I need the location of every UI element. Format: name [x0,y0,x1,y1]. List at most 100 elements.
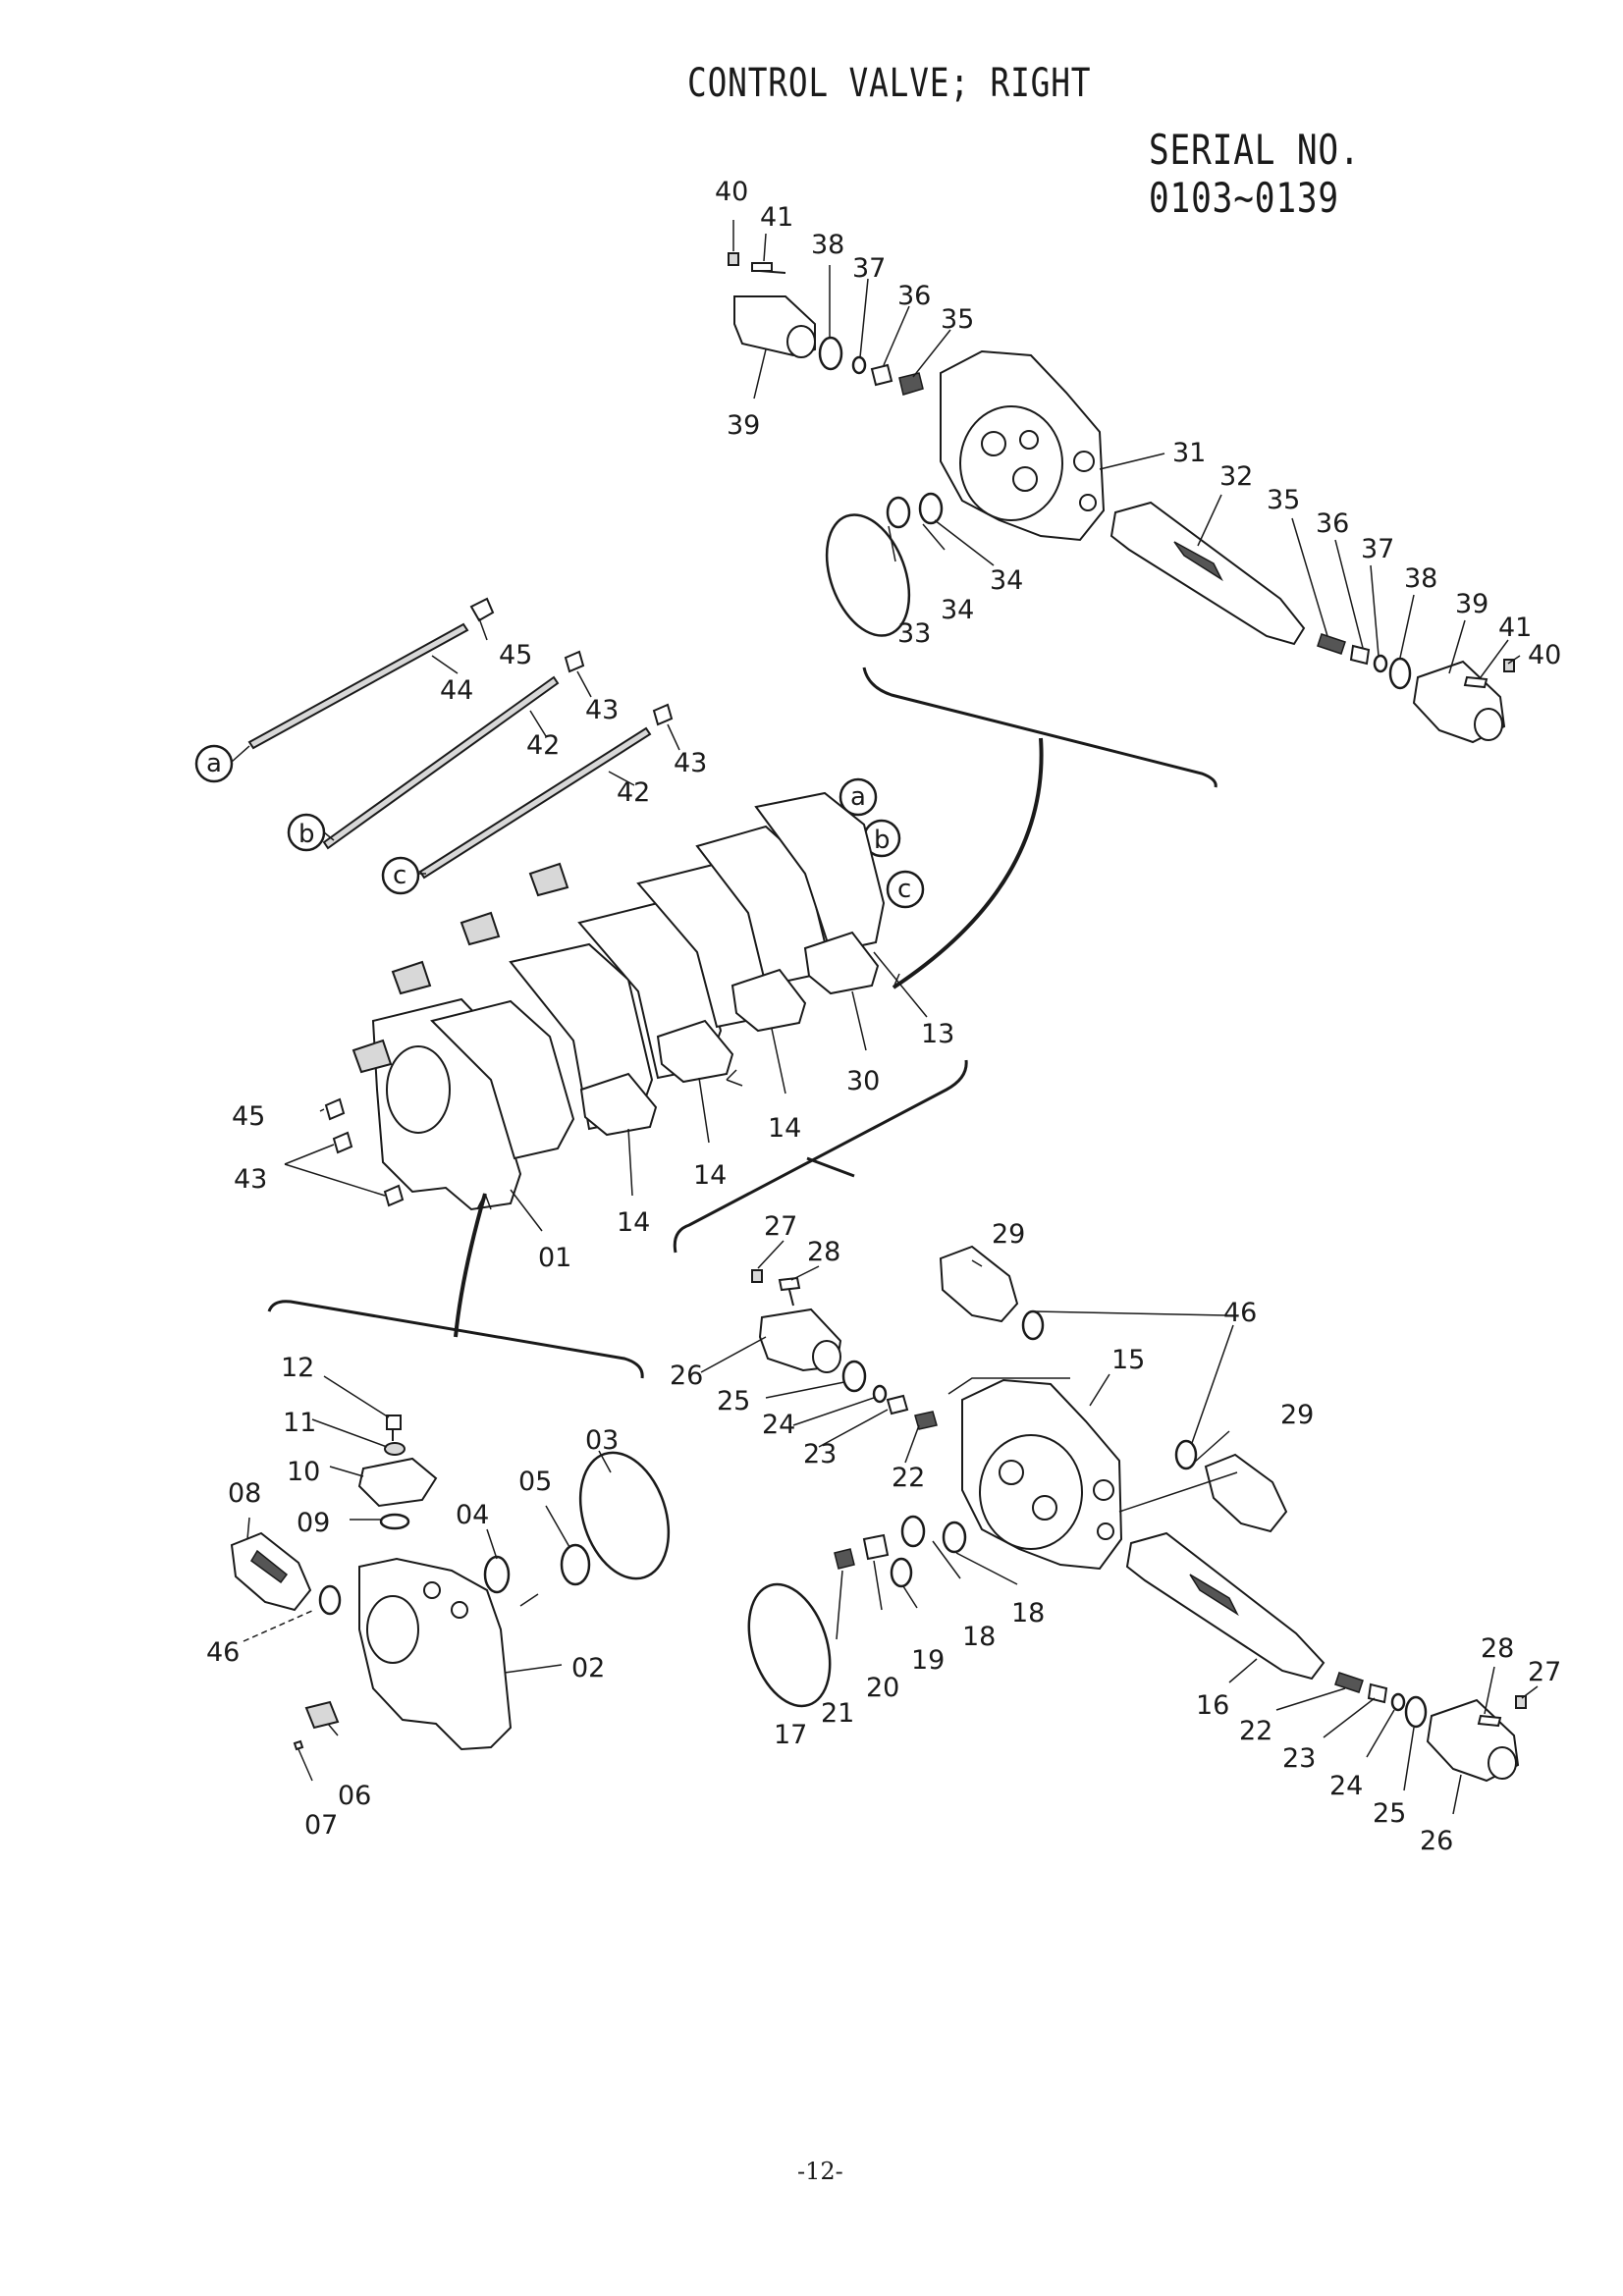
callout-20: 20 [866,1673,899,1703]
callout-22b: 22 [1239,1716,1272,1746]
callout-25b: 25 [1373,1798,1406,1829]
part-03-oring [578,1451,671,1580]
part-38-oring-b [1388,657,1412,690]
part-43-nut-c [332,1131,353,1154]
callout-36b: 36 [1316,508,1349,539]
main-valve-assembly [284,791,928,1232]
callout-38: 38 [811,230,844,260]
callout-23b: 23 [1282,1743,1316,1774]
callout-43c: 43 [234,1164,267,1195]
part-46-oring-b [1021,1309,1045,1341]
part-27-plug [751,1269,763,1283]
callout-23a: 23 [803,1439,837,1469]
callout-04: 04 [456,1500,489,1530]
part-11-washer [384,1442,406,1456]
callout-29a: 29 [992,1219,1025,1250]
left-spool-end-4 [528,862,569,897]
part-33-oring [825,513,911,637]
ref-letters: a b c a b c [206,749,911,904]
part-04-oring [483,1555,511,1594]
part-36-seat-b [1349,644,1371,666]
part-38-oring [818,336,843,371]
part-29-relief-valve-b [1204,1453,1288,1533]
part-28-bolt-b [1477,1714,1502,1728]
part-43-nut-a [564,650,585,673]
part-40-plug [728,252,739,266]
part-22-spring [914,1411,938,1430]
callout-40b: 40 [1528,640,1561,670]
part-25-oring [841,1360,867,1393]
callout-39: 39 [727,410,760,441]
callout-14c: 14 [617,1207,650,1238]
callout-01: 01 [538,1243,571,1273]
part-23-seat [886,1394,909,1415]
callout-44: 44 [440,675,473,706]
part-42-tie-rod-a [322,675,560,850]
left-spool-end-1 [352,1039,393,1074]
callout-36: 36 [897,281,931,311]
part-18-oring-b [942,1521,967,1554]
section-inlet-lower [230,1193,671,1782]
part-19-oring [890,1557,913,1588]
ref-markers [194,744,925,909]
ref-b-right: b [874,826,891,855]
callout-18a: 18 [962,1622,996,1652]
callout-07: 07 [304,1810,338,1841]
ref-a-circle-right [839,777,878,817]
callout-46b: 46 [1223,1298,1257,1328]
part-17-oring [747,1582,832,1708]
callout-27b: 27 [1528,1657,1561,1687]
callout-46a: 46 [206,1637,240,1668]
section-valve-lower [673,1059,1539,1815]
callout-38b: 38 [1404,563,1437,594]
ref-a-left: a [206,749,222,778]
part-37-washer-b [1373,654,1388,673]
part-34-oring-b [918,492,944,525]
bracket-lower-right [673,1059,968,1254]
part-23-seat-b [1367,1682,1388,1704]
part-45-nut [469,597,495,622]
part-24-washer [872,1384,888,1404]
left-spool-end-3 [460,911,501,946]
callout-30: 30 [846,1066,880,1096]
callout-11: 11 [283,1408,316,1438]
ref-c-left: c [393,861,406,890]
part-07-screw [293,1739,304,1751]
callout-08: 08 [228,1478,261,1509]
part-45-nut-b [324,1097,346,1121]
callout-34b: 34 [941,595,974,625]
callout-17: 17 [774,1720,807,1750]
callout-31: 31 [1172,438,1206,468]
part-14-cap-3 [730,968,807,1033]
part-40-plug-b [1503,659,1515,672]
callout-27a: 27 [764,1211,797,1242]
part-46-oring-a [318,1584,342,1616]
callout-26a: 26 [670,1361,703,1391]
callout-33: 33 [897,618,931,649]
part-30-cap [803,931,880,995]
ref-a-circle-left [194,744,234,783]
part-29-relief-valve-a [939,1245,1019,1323]
part-32-spool [1109,501,1306,646]
callout-06: 06 [338,1781,371,1811]
callout-43a: 43 [585,695,619,725]
callout-labels: 40 41 38 37 36 35 39 31 32 35 36 37 38 3… [206,177,1561,1856]
callout-34a: 34 [990,565,1023,596]
part-43-nut-d [383,1184,405,1207]
part-28-bolt [778,1276,801,1307]
part-42-tie-rod-b [418,726,652,880]
part-43-nut-b [652,703,674,726]
part-14-section-1 [430,999,575,1160]
callout-43b: 43 [674,748,707,778]
callout-03: 03 [585,1425,619,1456]
callout-45b: 45 [232,1101,265,1132]
callout-05: 05 [518,1467,552,1497]
callout-42b: 42 [617,777,650,808]
callout-25a: 25 [717,1386,750,1416]
ref-c-right: c [897,875,911,904]
callout-39b: 39 [1455,589,1488,619]
part-25-oring-b [1404,1695,1428,1729]
part-18-oring-a [900,1515,926,1548]
part-21-spring [834,1548,855,1570]
